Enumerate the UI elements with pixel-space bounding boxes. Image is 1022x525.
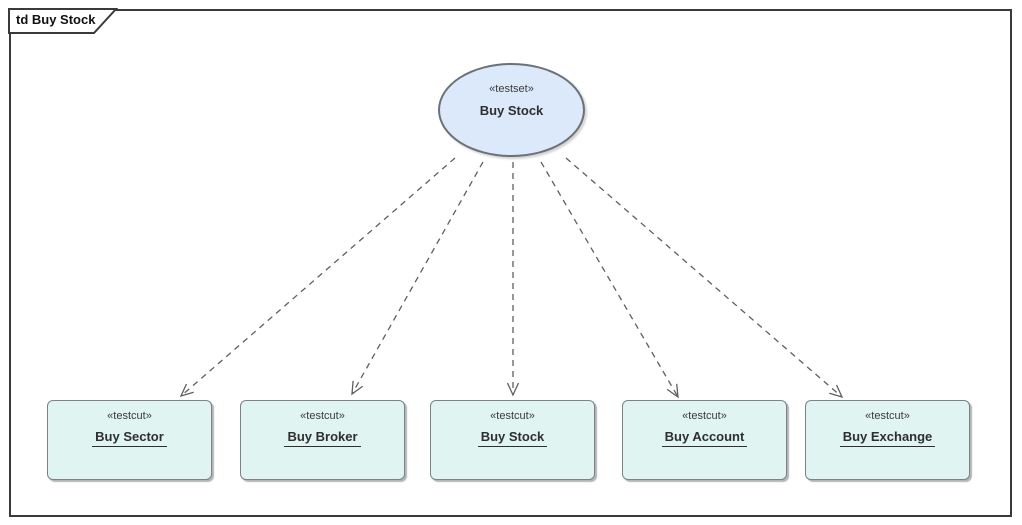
testcut-stereotype: «testcut» xyxy=(682,410,727,422)
testcut-stereotype: «testcut» xyxy=(107,410,152,422)
frame-label: td Buy Stock xyxy=(16,12,96,27)
testset-node-buy-stock[interactable]: «testset» Buy Stock xyxy=(438,63,585,157)
diagram-frame xyxy=(9,9,1012,517)
frame-tab-shape xyxy=(8,8,119,34)
testcut-node-buy-account[interactable]: «testcut» Buy Account xyxy=(622,400,787,480)
testcut-node-buy-sector[interactable]: «testcut» Buy Sector xyxy=(47,400,212,480)
edge-testset-to-buy-sector[interactable] xyxy=(179,157,456,398)
testcut-stereotype: «testcut» xyxy=(300,410,345,422)
testcut-stereotype: «testcut» xyxy=(490,410,535,422)
testcut-name: Buy Exchange xyxy=(839,429,936,447)
testcut-node-buy-exchange[interactable]: «testcut» Buy Exchange xyxy=(805,400,970,480)
testcut-stereotype: «testcut» xyxy=(865,410,910,422)
testcut-name: Buy Broker xyxy=(284,429,361,447)
testcut-name: Buy Sector xyxy=(92,429,167,447)
testcut-node-buy-broker[interactable]: «testcut» Buy Broker xyxy=(240,400,405,480)
edge-testset-to-buy-exchange[interactable] xyxy=(565,157,844,399)
edge-testset-to-buy-account[interactable] xyxy=(540,161,679,399)
testcut-node-buy-stock[interactable]: «testcut» Buy Stock xyxy=(430,400,595,480)
edge-testset-to-buy-broker[interactable] xyxy=(351,161,484,396)
testset-stereotype: «testset» xyxy=(489,82,534,95)
testcut-name: Buy Stock xyxy=(477,429,548,447)
testcut-name: Buy Account xyxy=(661,429,748,447)
frame-tab xyxy=(8,8,119,34)
testset-name: Buy Stock xyxy=(479,102,544,118)
